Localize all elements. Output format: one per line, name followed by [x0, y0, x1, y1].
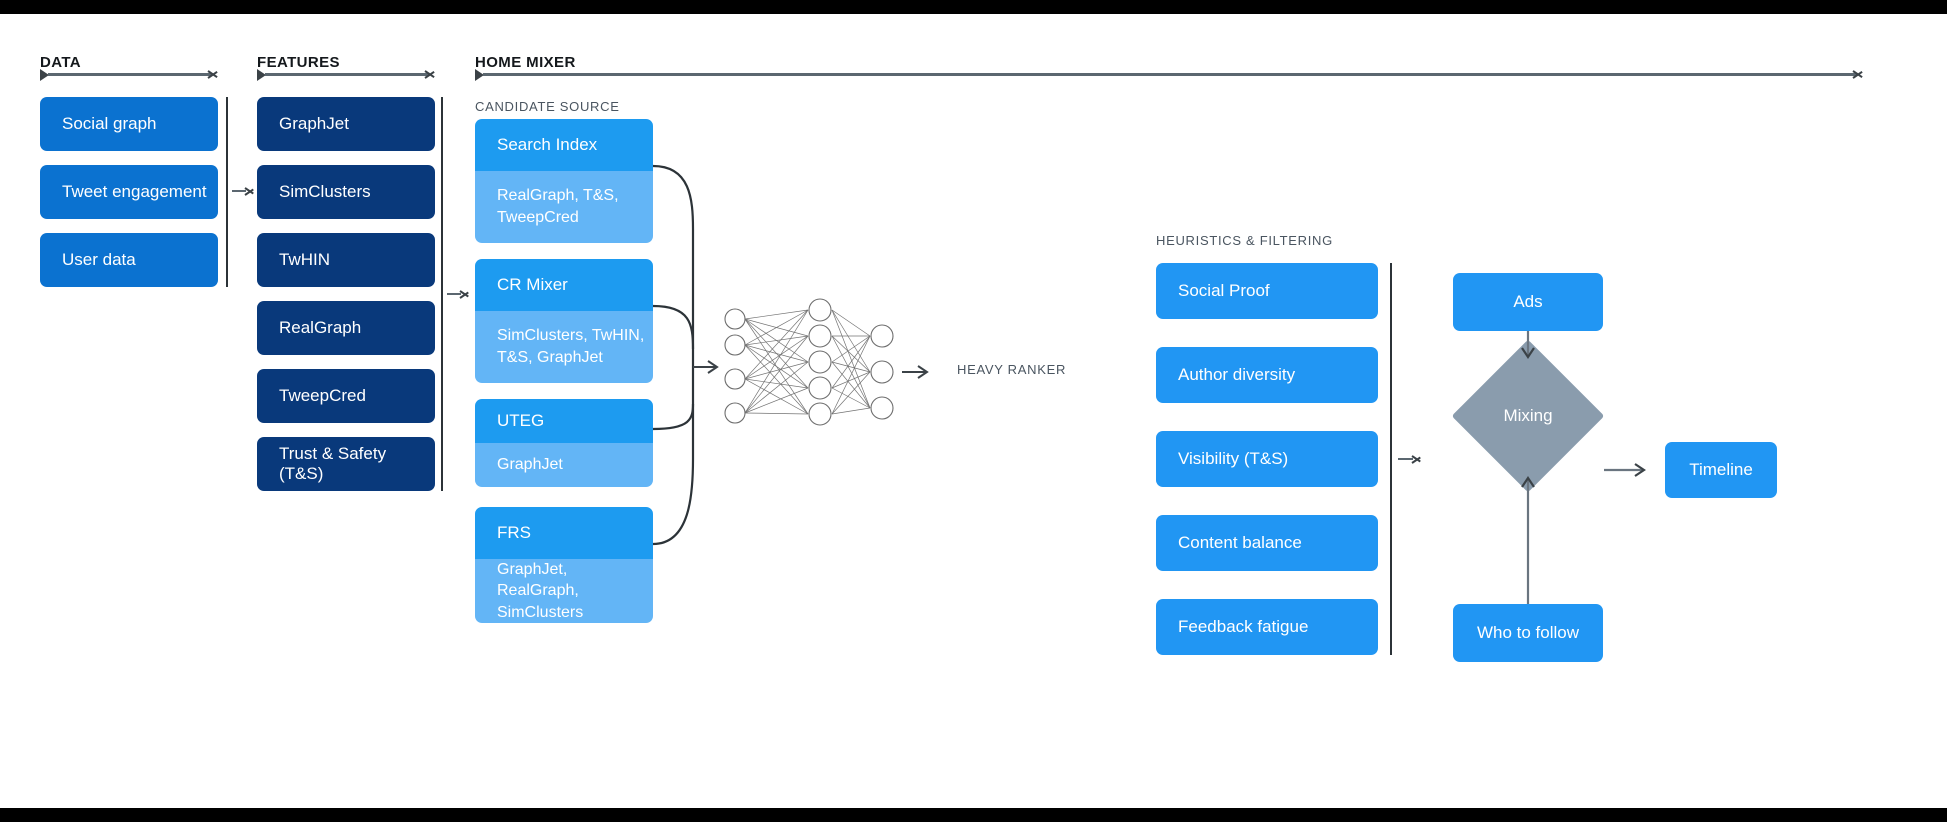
feature-box-simclusters[interactable]: SimClusters [257, 165, 435, 219]
candidate-source-card-cr-mixer[interactable]: CR Mixer SimClusters, TwHIN, T&S, GraphJ… [475, 259, 653, 383]
curve-uteg-to-bus [652, 403, 695, 431]
feature-box-tweepcred[interactable]: TweepCred [257, 369, 435, 423]
subsection-header-heuristics: HEURISTICS & FILTERING [1156, 233, 1333, 248]
heuristic-box-content-balance[interactable]: Content balance [1156, 515, 1378, 571]
data-box-social-graph[interactable]: Social graph [40, 97, 218, 151]
candidate-source-name: UTEG [475, 399, 653, 443]
candidate-source-features: RealGraph, T&S, TweepCred [475, 171, 653, 243]
section-header-features: FEATURES [257, 54, 340, 71]
feature-box-graphjet[interactable]: GraphJet [257, 97, 435, 151]
diagram-canvas: DATA FEATURES HOME MIXER Social graph Tw… [0, 14, 1947, 808]
feature-box-trust-safety[interactable]: Trust & Safety (T&S) [257, 437, 435, 491]
arrow-heavy-ranker-to-heuristics [902, 365, 929, 379]
candidate-source-features: GraphJet, RealGraph, SimClusters [475, 559, 653, 623]
section-header-home-mixer: HOME MIXER [475, 54, 576, 71]
data-box-tweet-engagement[interactable]: Tweet engagement [40, 165, 218, 219]
data-box-user-data[interactable]: User data [40, 233, 218, 287]
section-arrow-features [257, 68, 439, 82]
feature-box-realgraph[interactable]: RealGraph [257, 301, 435, 355]
feature-box-twhin[interactable]: TwHIN [257, 233, 435, 287]
heuristic-box-author-diversity[interactable]: Author diversity [1156, 347, 1378, 403]
heavy-ranker-network [724, 298, 894, 426]
divider-features-home-mixer [441, 97, 443, 491]
candidate-source-features: GraphJet [475, 443, 653, 487]
section-arrow-home-mixer [475, 68, 1867, 82]
mixing-label: Mixing [1503, 406, 1553, 425]
arrow-heuristics-to-mixing [1398, 453, 1424, 465]
candidate-source-name: CR Mixer [475, 259, 653, 311]
heuristic-box-visibility-ts[interactable]: Visibility (T&S) [1156, 431, 1378, 487]
curve-frs-to-bus [652, 458, 695, 546]
output-box-who-to-follow[interactable]: Who to follow [1453, 604, 1603, 662]
curve-cr-mixer-to-bus [652, 304, 695, 350]
curve-search-index-to-bus [652, 164, 695, 230]
divider-data-features [226, 97, 228, 287]
candidate-source-name: FRS [475, 507, 653, 559]
section-header-data: DATA [40, 54, 82, 71]
candidate-source-card-uteg[interactable]: UTEG GraphJet [475, 399, 653, 487]
candidate-source-card-frs[interactable]: FRS GraphJet, RealGraph, SimClusters [475, 507, 653, 623]
output-box-timeline[interactable]: Timeline [1665, 442, 1777, 498]
divider-heuristics-output [1390, 263, 1392, 655]
candidate-source-name: Search Index [475, 119, 653, 171]
heuristic-box-feedback-fatigue[interactable]: Feedback fatigue [1156, 599, 1378, 655]
candidate-source-card-search-index[interactable]: Search Index RealGraph, T&S, TweepCred [475, 119, 653, 243]
arrow-bus-to-heavy-ranker [693, 360, 719, 374]
heuristic-box-social-proof[interactable]: Social Proof [1156, 263, 1378, 319]
section-arrow-data [40, 68, 222, 82]
arrow-data-to-features [232, 185, 256, 197]
candidate-source-features: SimClusters, TwHIN, T&S, GraphJet [475, 311, 653, 383]
arrow-features-to-candidate-source [447, 288, 471, 300]
subsection-header-candidate-source: CANDIDATE SOURCE [475, 99, 620, 114]
output-box-ads[interactable]: Ads [1453, 273, 1603, 331]
subsection-header-heavy-ranker: HEAVY RANKER [957, 362, 1067, 377]
